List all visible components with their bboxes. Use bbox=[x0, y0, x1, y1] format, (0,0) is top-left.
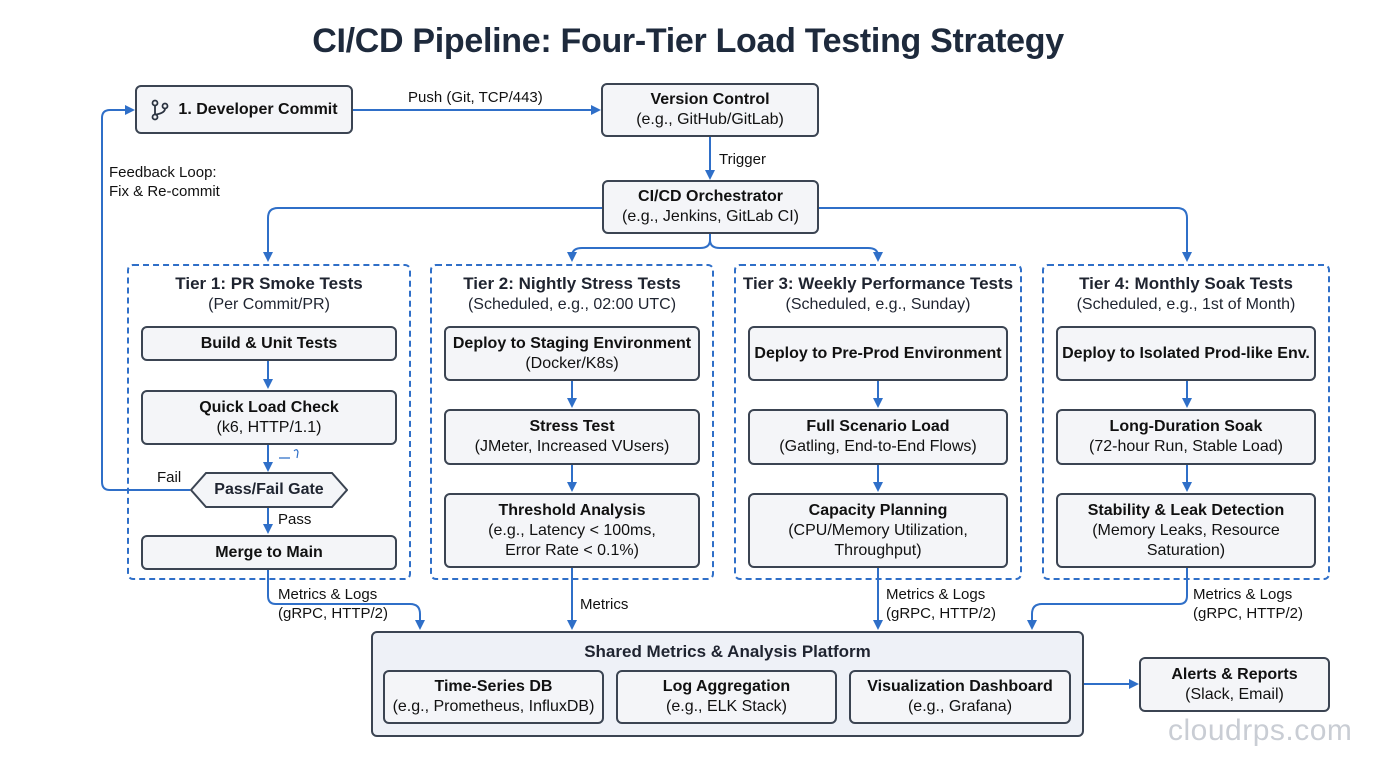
pass-label: Pass bbox=[278, 511, 312, 528]
tier4-stability-box: Stability & Leak Detection (Memory Leaks… bbox=[1056, 493, 1316, 568]
timeseries-db-sub: (e.g., Prometheus, InfluxDB) bbox=[392, 698, 595, 715]
trigger-label: Trigger bbox=[719, 151, 766, 168]
version-control-box: Version Control (e.g., GitHub/GitLab) bbox=[601, 83, 819, 137]
timeseries-db-title: Time-Series DB bbox=[434, 678, 553, 695]
tier2-threshold-title: Threshold Analysis bbox=[498, 501, 646, 519]
watermark: cloudrps.com bbox=[1168, 714, 1353, 747]
log-aggregation-box: Log Aggregation (e.g., ELK Stack) bbox=[616, 670, 837, 724]
gate-label: Pass/Fail Gate bbox=[214, 481, 324, 498]
tier3-title: Tier 3: Weekly Performance Tests bbox=[742, 274, 1014, 293]
tier3-capacity-title: Capacity Planning bbox=[808, 501, 948, 519]
tier3-container: Tier 3: Weekly Performance Tests (Schedu… bbox=[734, 264, 1022, 580]
log-aggregation-sub: (e.g., ELK Stack) bbox=[666, 698, 787, 715]
tier3-capacity-box: Capacity Planning (CPU/Memory Utilizatio… bbox=[748, 493, 1008, 568]
feedback-label-line2: Fix & Re-commit bbox=[109, 183, 220, 200]
tier1-title: Tier 1: PR Smoke Tests bbox=[175, 274, 363, 293]
t4-metrics-label: Metrics & Logs bbox=[1193, 586, 1293, 603]
tier4-soak-box: Long-Duration Soak (72-hour Run, Stable … bbox=[1056, 409, 1316, 465]
tier2-stress-title: Stress Test bbox=[529, 418, 615, 435]
arrow-to-tier1 bbox=[263, 207, 602, 262]
t1-grpc-label: (gRPC, HTTP/2) bbox=[278, 605, 389, 622]
tier2-threshold-box: Threshold Analysis (e.g., Latency < 100m… bbox=[444, 493, 700, 568]
visualization-dashboard-title: Visualization Dashboard bbox=[867, 678, 1053, 695]
t2-metrics-label: Metrics bbox=[580, 596, 629, 613]
orchestrator-title: CI/CD Orchestrator bbox=[638, 188, 783, 205]
t1-metrics-label: Metrics & Logs bbox=[278, 586, 378, 603]
arrow-to-tier2 bbox=[567, 234, 711, 262]
tier1-merge-title: Merge to Main bbox=[215, 543, 323, 561]
developer-commit-label: 1. Developer Commit bbox=[178, 100, 338, 118]
tier1-build-title: Build & Unit Tests bbox=[200, 334, 338, 352]
orchestrator-box: CI/CD Orchestrator (e.g., Jenkins, GitLa… bbox=[602, 180, 819, 234]
tier1-quick-load-title: Quick Load Check bbox=[199, 398, 339, 416]
gate-shape bbox=[189, 472, 349, 508]
alerts-reports-box: Alerts & Reports (Slack, Email) bbox=[1139, 657, 1330, 712]
tier4-stability-sub2: Saturation) bbox=[1146, 541, 1226, 559]
tier4-title: Tier 4: Monthly Soak Tests bbox=[1079, 274, 1293, 293]
tier3-scenario-sub: (Gatling, End-to-End Flows) bbox=[779, 438, 977, 455]
push-label: Push (Git, TCP/443) bbox=[408, 89, 543, 106]
tier3-subtitle: (Scheduled, e.g., Sunday) bbox=[785, 296, 971, 313]
arrow-to-tier4 bbox=[819, 207, 1192, 262]
arrow-feedback bbox=[101, 105, 190, 491]
version-control-sub: (e.g., GitHub/GitLab) bbox=[636, 111, 784, 128]
tier1-build-box: Build & Unit Tests bbox=[141, 326, 397, 361]
tier3-capacity-sub: (CPU/Memory Utilization, bbox=[788, 521, 968, 539]
tier1-subtitle: (Per Commit/PR) bbox=[208, 296, 330, 313]
arrow-t1-platform bbox=[267, 570, 425, 630]
developer-commit-box: 1. Developer Commit bbox=[135, 85, 353, 134]
alerts-title: Alerts & Reports bbox=[1171, 665, 1298, 683]
tier3-scenario-box: Full Scenario Load (Gatling, End-to-End … bbox=[748, 409, 1008, 465]
tier4-soak-title: Long-Duration Soak bbox=[1109, 418, 1263, 435]
visualization-dashboard-box: Visualization Dashboard (e.g., Grafana) bbox=[849, 670, 1071, 724]
tier4-subtitle: (Scheduled, e.g., 1st of Month) bbox=[1076, 296, 1296, 313]
tier1-quick-load-sub: (k6, HTTP/1.1) bbox=[216, 418, 322, 436]
tier4-stability-title: Stability & Leak Detection bbox=[1087, 501, 1285, 519]
visualization-dashboard-sub: (e.g., Grafana) bbox=[907, 698, 1013, 715]
tier3-capacity-sub2: Throughput) bbox=[834, 541, 922, 559]
pass-fail-gate: Pass/Fail Gate bbox=[189, 472, 349, 508]
tier4-container: Tier 4: Monthly Soak Tests (Scheduled, e… bbox=[1042, 264, 1330, 580]
tier2-deploy-title: Deploy to Staging Environment bbox=[452, 334, 692, 352]
tier4-stability-sub: (Memory Leaks, Resource bbox=[1092, 521, 1280, 539]
tier2-deploy-sub: (Docker/K8s) bbox=[525, 354, 619, 372]
tier4-deploy-box: Deploy to Isolated Prod-like Env. bbox=[1056, 326, 1316, 381]
tier2-stress-sub: (JMeter, Increased VUsers) bbox=[474, 438, 670, 455]
tier1-quick-load-box: Quick Load Check (k6, HTTP/1.1) bbox=[141, 390, 397, 445]
git-branch-icon bbox=[152, 99, 169, 120]
tier1-container: Tier 1: PR Smoke Tests (Per Commit/PR) bbox=[127, 264, 411, 580]
diagram-title: CI/CD Pipeline: Four-Tier Load Testing S… bbox=[312, 22, 1064, 60]
tier2-title: Tier 2: Nightly Stress Tests bbox=[463, 274, 681, 293]
alerts-sub: (Slack, Email) bbox=[1185, 685, 1284, 703]
tier3-deploy-box: Deploy to Pre-Prod Environment bbox=[748, 326, 1008, 381]
tier2-stress-box: Stress Test (JMeter, Increased VUsers) bbox=[444, 409, 700, 465]
feedback-label-line1: Feedback Loop: bbox=[109, 164, 217, 181]
t4-grpc-label: (gRPC, HTTP/2) bbox=[1193, 605, 1304, 622]
tier2-threshold-sub: (e.g., Latency < 100ms, bbox=[488, 521, 656, 539]
tier2-threshold-sub2: Error Rate < 0.1%) bbox=[505, 541, 639, 559]
tier3-deploy-title: Deploy to Pre-Prod Environment bbox=[754, 344, 1002, 362]
platform-title: Shared Metrics & Analysis Platform bbox=[584, 642, 871, 661]
fail-label: Fail bbox=[157, 469, 182, 486]
version-control-title: Version Control bbox=[650, 91, 770, 108]
log-aggregation-title: Log Aggregation bbox=[662, 678, 791, 695]
tier2-deploy-box: Deploy to Staging Environment (Docker/K8… bbox=[444, 326, 700, 381]
tier2-subtitle: (Scheduled, e.g., 02:00 UTC) bbox=[467, 296, 677, 313]
tier2-container: Tier 2: Nightly Stress Tests (Scheduled,… bbox=[430, 264, 714, 580]
squiggle-mark bbox=[279, 449, 299, 459]
t3-metrics-label: Metrics & Logs bbox=[886, 586, 986, 603]
timeseries-db-box: Time-Series DB (e.g., Prometheus, Influx… bbox=[383, 670, 604, 724]
tier4-soak-sub: (72-hour Run, Stable Load) bbox=[1089, 438, 1283, 455]
orchestrator-sub: (e.g., Jenkins, GitLab CI) bbox=[622, 208, 799, 225]
tier4-deploy-title: Deploy to Isolated Prod-like Env. bbox=[1062, 344, 1310, 362]
arrow-to-tier3 bbox=[709, 239, 883, 262]
arrow-t4-platform bbox=[1027, 568, 1188, 630]
tier1-merge-box: Merge to Main bbox=[141, 535, 397, 570]
t3-grpc-label: (gRPC, HTTP/2) bbox=[886, 605, 997, 622]
tier3-scenario-title: Full Scenario Load bbox=[806, 418, 950, 435]
